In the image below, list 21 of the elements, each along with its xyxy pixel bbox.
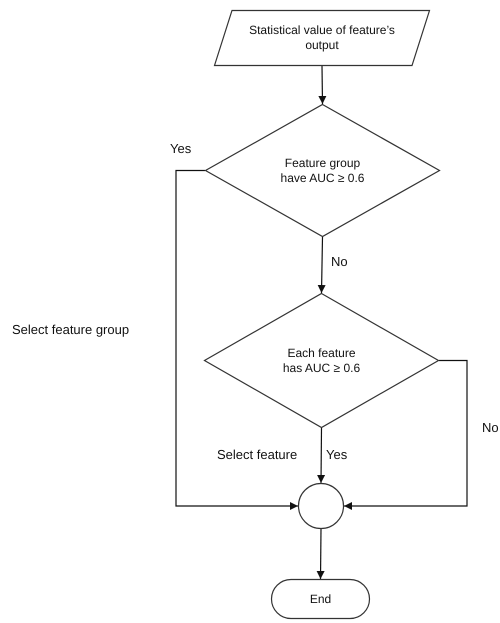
arrow — [318, 66, 326, 104]
arrow — [318, 236, 326, 294]
decision-diamond — [205, 104, 440, 237]
edge-label: Yes — [170, 141, 192, 156]
annotation-text: Select feature group — [12, 322, 130, 337]
node-text: Feature group have AUC ≥ 0.6 — [280, 156, 366, 186]
edge-label: Yes — [326, 447, 348, 462]
arrow — [344, 360, 468, 510]
annotation-text: Select feature — [217, 447, 298, 462]
terminator — [271, 579, 370, 619]
connector-circle — [298, 483, 344, 529]
arrow — [317, 428, 326, 483]
edge-label: No — [331, 254, 348, 269]
edge-label: No — [482, 420, 499, 435]
input-parallelogram — [214, 10, 430, 66]
node-text: End — [308, 592, 332, 606]
node-text: Statistical value of feature’s output — [248, 23, 396, 53]
arrow — [316, 529, 325, 579]
decision-diamond — [204, 293, 439, 428]
arrow — [175, 170, 298, 510]
node-text: Each feature has AUC ≥ 0.6 — [282, 346, 362, 376]
